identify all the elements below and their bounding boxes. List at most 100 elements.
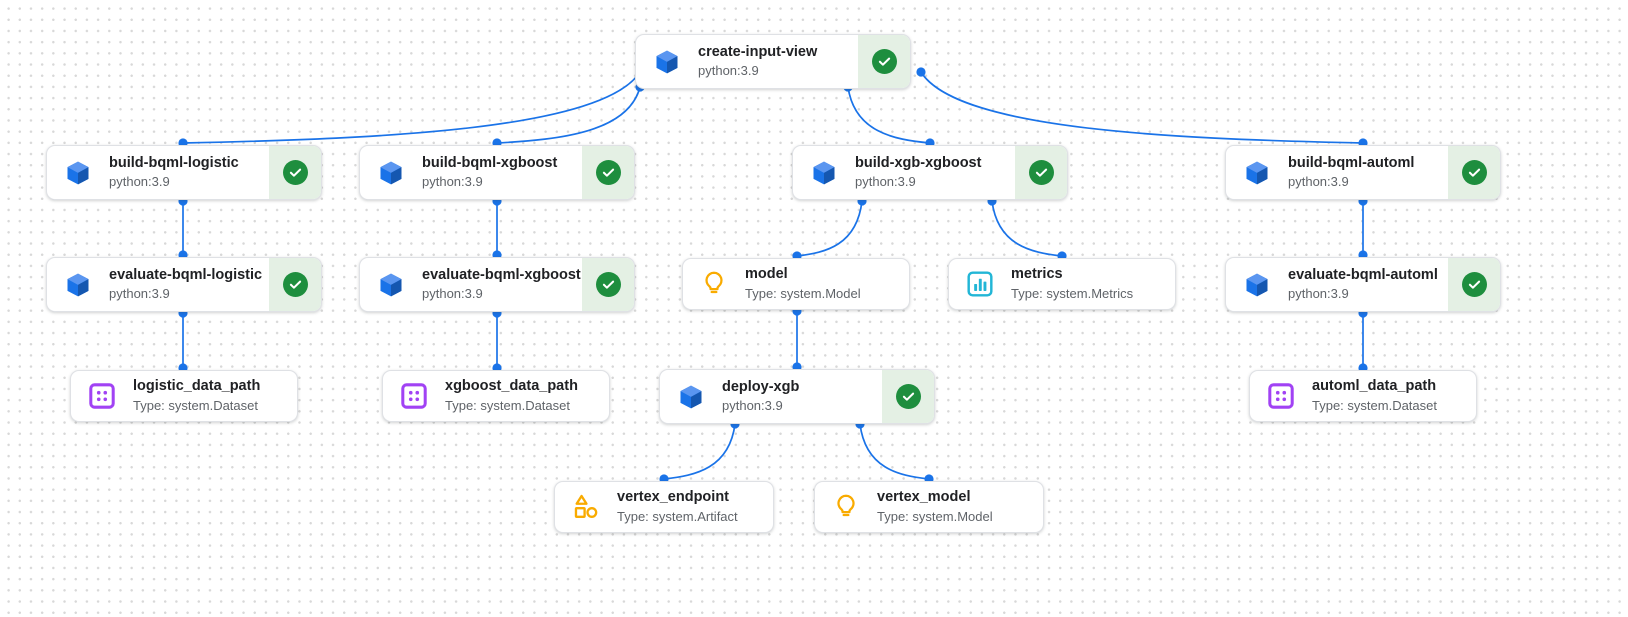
dag-node-evaluate-bqml-xgboost[interactable]: evaluate-bqml-xgboost python:3.9	[359, 257, 635, 312]
status-succeeded-check-icon	[1461, 160, 1487, 185]
cube-icon	[376, 270, 406, 300]
node-title: create-input-view	[698, 43, 818, 60]
node-text: create-input-view python:3.9	[698, 43, 817, 80]
cube-icon	[1242, 158, 1272, 188]
node-text: deploy-xgb python:3.9	[722, 378, 799, 415]
edge-build-xgb-xgboost-to-model	[796, 200, 863, 257]
status-succeeded-check-icon	[282, 160, 308, 185]
node-status-panel	[1015, 146, 1067, 199]
node-title: vertex_model	[877, 489, 971, 506]
lightbulb-icon	[699, 269, 729, 299]
cube-icon	[1242, 270, 1272, 300]
cube-icon	[676, 382, 706, 412]
node-subtitle: Type: system.Dataset	[1312, 397, 1437, 413]
edge-create-input-view-to-build-xgb-xgboost	[847, 86, 931, 144]
node-title: evaluate-bqml-logistic	[109, 266, 263, 283]
status-succeeded-check-icon	[282, 272, 308, 297]
node-status-panel	[269, 258, 321, 311]
node-subtitle: python:3.9	[698, 63, 759, 79]
node-title: xgboost_data_path	[445, 378, 578, 395]
dataset-icon	[399, 381, 429, 411]
node-title: metrics	[1011, 266, 1063, 283]
cube-icon	[376, 158, 406, 188]
node-body: evaluate-bqml-logistic python:3.9	[47, 258, 269, 311]
node-body: create-input-view python:3.9	[636, 35, 858, 88]
cube-icon	[652, 47, 682, 77]
node-subtitle: python:3.9	[722, 398, 783, 414]
edge-deploy-xgb-to-vertex_endpoint	[663, 423, 736, 480]
node-title: model	[745, 266, 788, 283]
node-subtitle: python:3.9	[1288, 286, 1349, 302]
node-text: evaluate-bqml-automl python:3.9	[1288, 266, 1438, 303]
node-subtitle: Type: system.Dataset	[133, 397, 258, 413]
dag-node-create-input-view[interactable]: create-input-view python:3.9	[635, 34, 911, 89]
edge-build-xgb-xgboost-to-metrics	[991, 200, 1063, 257]
node-text: evaluate-bqml-logistic python:3.9	[109, 266, 263, 303]
node-subtitle: Type: system.Model	[877, 508, 993, 524]
node-subtitle: python:3.9	[1288, 174, 1349, 190]
node-status-panel	[582, 146, 634, 199]
node-subtitle: Type: system.Metrics	[1011, 285, 1134, 301]
node-status-panel	[858, 35, 910, 88]
node-subtitle: python:3.9	[109, 286, 170, 302]
node-title: evaluate-bqml-xgboost	[422, 266, 581, 283]
cube-icon	[63, 158, 93, 188]
dag-node-deploy-xgb[interactable]: deploy-xgb python:3.9	[659, 369, 935, 424]
dag-node-evaluate-bqml-automl[interactable]: evaluate-bqml-automl python:3.9	[1225, 257, 1501, 312]
edge-endpoint-dot	[916, 67, 926, 77]
node-title: build-bqml-logistic	[109, 154, 239, 171]
node-title: vertex_endpoint	[617, 489, 729, 506]
bar-chart-icon	[965, 269, 995, 299]
node-title: evaluate-bqml-automl	[1288, 266, 1438, 283]
dataset-icon	[87, 381, 117, 411]
node-title: deploy-xgb	[722, 378, 800, 395]
node-subtitle: Type: system.Artifact	[617, 508, 738, 524]
node-title: build-xgb-xgboost	[855, 154, 982, 171]
cube-icon	[809, 158, 839, 188]
node-body: evaluate-bqml-xgboost python:3.9	[360, 258, 582, 311]
cube-icon	[63, 270, 93, 300]
lightbulb-icon	[831, 492, 861, 522]
edge-deploy-xgb-to-vertex_model	[859, 423, 930, 480]
status-succeeded-check-icon	[871, 49, 897, 74]
edge-create-input-view-to-build-bqml-automl	[920, 71, 1364, 144]
status-succeeded-check-icon	[595, 160, 621, 185]
node-subtitle: python:3.9	[422, 174, 483, 190]
node-subtitle: python:3.9	[422, 286, 483, 302]
dag-node-evaluate-bqml-logistic[interactable]: evaluate-bqml-logistic python:3.9	[46, 257, 322, 312]
edge-create-input-view-to-build-bqml-xgboost	[496, 86, 641, 144]
node-subtitle: Type: system.Dataset	[445, 397, 570, 413]
node-text: evaluate-bqml-xgboost python:3.9	[422, 266, 581, 303]
node-body: deploy-xgb python:3.9	[660, 370, 882, 423]
